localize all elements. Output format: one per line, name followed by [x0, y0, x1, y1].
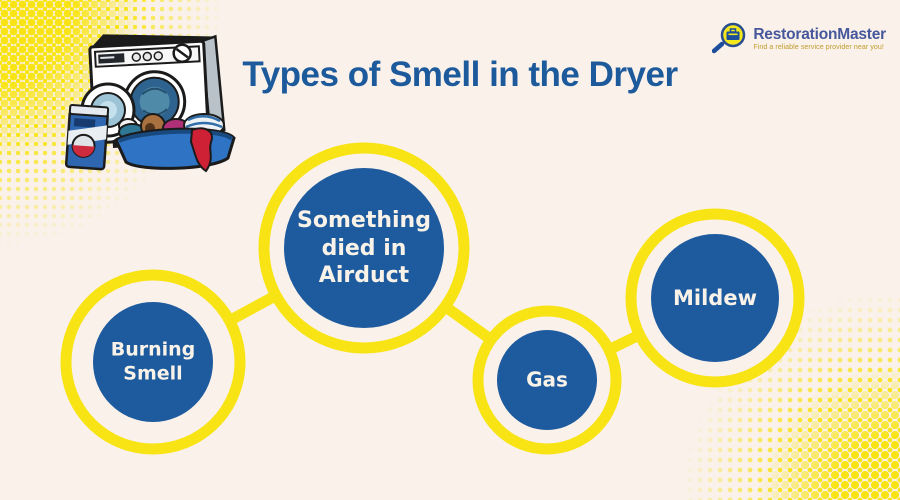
node-mildew	[651, 234, 779, 362]
node-label-mildew: Mildew	[673, 285, 757, 310]
node-something-died	[284, 168, 444, 328]
node-label-something-died: Something died in Airduct	[297, 207, 431, 288]
brand-text: RestorationMaster Find a reliable servic…	[753, 25, 886, 52]
magnifier-icon	[712, 22, 746, 54]
brand-logo: RestorationMaster Find a reliable servic…	[712, 22, 886, 56]
page-title: Types of Smell in the Dryer	[242, 55, 678, 94]
node-gas	[497, 330, 597, 430]
node-label-gas: Gas	[526, 367, 568, 392]
node-label-burning-smell: Burning Smell	[110, 338, 196, 384]
brand-tagline: Find a reliable service provider near yo…	[753, 43, 884, 51]
washer-illustration	[64, 34, 236, 173]
node-burning-smell	[93, 302, 213, 422]
brand-name: RestorationMaster	[753, 25, 886, 43]
